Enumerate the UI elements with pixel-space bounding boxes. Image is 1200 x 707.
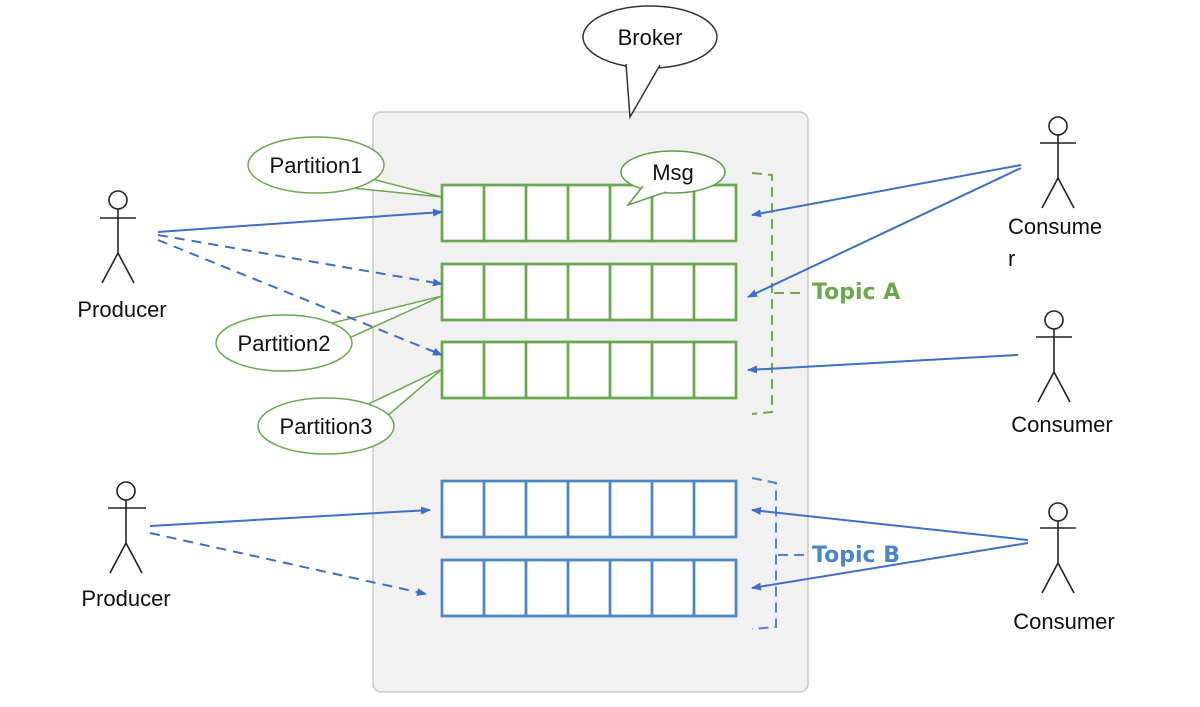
partition-frame xyxy=(440,183,738,243)
arrow-consumer2-partition3 xyxy=(747,354,1019,374)
partition-row-5 xyxy=(440,558,738,618)
message-slot xyxy=(692,558,738,618)
topic-b-label: Topic B xyxy=(812,543,900,568)
partition-frame xyxy=(440,479,738,539)
message-slot xyxy=(692,479,738,539)
consumer-1-label: Consume r xyxy=(1008,214,1108,271)
msg-callout: Msg xyxy=(620,150,726,207)
consumer-arrows xyxy=(747,164,1029,591)
consumer-3-label: Consumer xyxy=(1013,609,1114,634)
consumer-1-label-line1: Consume xyxy=(1008,214,1102,239)
stick-figure-icon xyxy=(1036,310,1072,403)
topic-a-bracket: Topic A xyxy=(751,172,900,415)
stick-figure-icon xyxy=(1040,502,1076,594)
consumer-2: Consumer xyxy=(1011,310,1113,437)
consumer-3: Consumer xyxy=(1013,502,1115,634)
partition2-callout: Partition2 xyxy=(215,295,443,372)
topic-b-bracket: Topic B xyxy=(751,477,900,630)
partition1-label: Partition1 xyxy=(270,153,363,178)
arrow-producer1-partition2 xyxy=(157,234,443,287)
partition-row-2 xyxy=(440,262,738,322)
partition-row-1 xyxy=(440,183,738,243)
partition-row-3 xyxy=(440,340,738,400)
stick-figure-icon xyxy=(108,481,146,574)
producer-arrows xyxy=(149,208,443,596)
partition-frame xyxy=(440,262,738,322)
arrow-producer1-partition3 xyxy=(157,239,443,356)
partition-frame xyxy=(440,340,738,400)
broker-label: Broker xyxy=(618,25,683,50)
producer-2: Producer xyxy=(81,481,171,611)
arrow-consumer1-partition2 xyxy=(747,167,1022,298)
topic-a-label: Topic A xyxy=(812,280,900,305)
producer-1: Producer xyxy=(77,190,167,322)
message-slot xyxy=(692,340,738,400)
stick-figure-icon xyxy=(100,190,136,284)
partition2-label: Partition2 xyxy=(238,331,331,356)
consumer-2-label: Consumer xyxy=(1011,412,1112,437)
msg-label: Msg xyxy=(652,160,694,185)
stick-figure-icon xyxy=(1040,116,1076,209)
arrow-consumer1-partition1 xyxy=(751,164,1022,218)
arrow-consumer3-topicb-row2 xyxy=(751,542,1029,591)
partition-frame xyxy=(440,558,738,618)
consumer-1: Consume r xyxy=(1008,116,1108,271)
message-slot xyxy=(692,262,738,322)
arrow-producer2-topicb-row1 xyxy=(149,506,431,527)
partition-row-4 xyxy=(440,479,738,539)
arrow-producer2-topicb-row2 xyxy=(149,532,427,596)
producer-1-label: Producer xyxy=(77,297,166,322)
arrow-consumer3-topicb-row1 xyxy=(751,506,1029,541)
partition3-label: Partition3 xyxy=(280,414,373,439)
producer-2-label: Producer xyxy=(81,586,170,611)
arrow-producer1-partition1 xyxy=(157,208,443,233)
consumer-1-label-line2: r xyxy=(1008,246,1015,271)
partition3-callout: Partition3 xyxy=(257,368,443,455)
partition1-callout: Partition1 xyxy=(247,136,443,198)
broker-callout: Broker xyxy=(582,5,718,120)
